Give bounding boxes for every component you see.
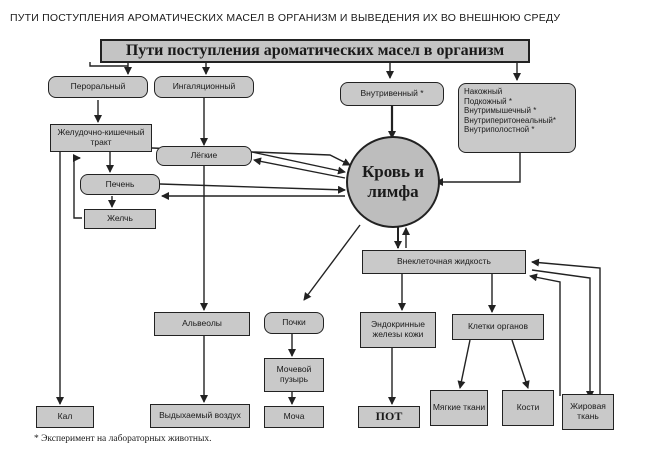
blood-and-lymph: Кровь и лимфа — [346, 136, 440, 228]
output-urine: Моча — [264, 406, 324, 428]
lungs: Лёгкие — [156, 146, 252, 166]
output-soft-tissues: Мягкие ткани — [430, 390, 488, 426]
alveoli: Альвеолы — [154, 312, 250, 336]
kidneys: Почки — [264, 312, 324, 334]
route-skin-item: Внутриполостной * — [464, 125, 535, 135]
route-skin-item: Внутриперитонеальный* — [464, 115, 556, 125]
gi-tract: Желудочно-кишечный тракт — [50, 124, 152, 152]
footnote: * Эксперимент на лабораторных животных. — [34, 434, 212, 444]
route-skin-item: Накожный — [464, 87, 503, 96]
urinary-bladder: Мочевой пузырь — [264, 358, 324, 392]
output-exhaled-air: Выдыхаемый воздух — [150, 404, 250, 428]
route-inhalation: Ингаляционный — [154, 76, 254, 98]
liver: Печень — [80, 174, 160, 195]
entry-routes-header: Пути поступления ароматических масел в о… — [100, 39, 530, 63]
route-oral: Пероральный — [48, 76, 148, 98]
output-fat-tissue: Жировая ткань — [562, 394, 614, 430]
route-skin-item: Подкожный * — [464, 96, 512, 106]
output-feces: Кал — [36, 406, 94, 428]
extracellular-fluid: Внеклеточная жидкость — [362, 250, 526, 274]
diagram-title: ПУТИ ПОСТУПЛЕНИЯ АРОМАТИЧЕСКИХ МАСЕЛ В О… — [10, 12, 561, 24]
output-sweat: ПОТ — [358, 406, 420, 428]
route-skin-item: Внутримышечный * — [464, 106, 537, 116]
skin-endocrine-glands: Эндокринные железы кожи — [360, 312, 436, 348]
organ-cells: Клетки органов — [452, 314, 544, 340]
route-skin-list: Накожный Подкожный * Внутримышечный * Вн… — [458, 83, 576, 153]
route-intravenous: Внутривенный * — [340, 82, 444, 106]
bile: Желчь — [84, 209, 156, 229]
output-bones: Кости — [502, 390, 554, 426]
